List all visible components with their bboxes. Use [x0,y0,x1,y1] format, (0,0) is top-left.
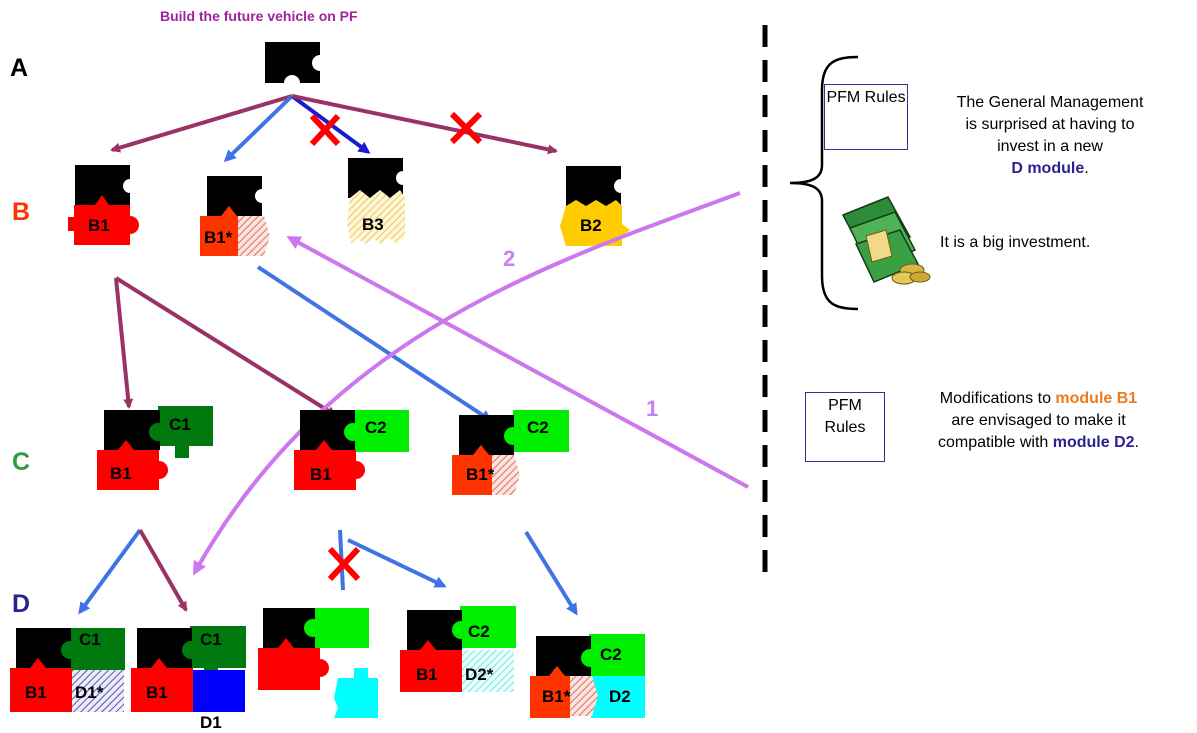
pfm-rules-label: PFM Rules [826,89,906,106]
cross-icon [327,546,361,582]
module-d2-highlight: module D2 [1052,434,1135,451]
piece-a [265,42,328,91]
modification-note: Modifications to module B1 are envisaged… [880,388,1197,454]
note-line: invest in a new [997,138,1103,155]
arrows-a-to-b [110,94,558,163]
level-d-label: D [12,590,31,618]
cross-icon [449,111,483,145]
note-period: . [1084,160,1089,177]
note-line: The General Management [956,94,1144,111]
piece-label-b1: B1 [310,465,332,484]
piece-label-c1: C1 [169,415,191,434]
piece-label-d1-star: D1* [75,683,104,702]
piece-c-2 [294,410,409,490]
piece-label-b1-star: B1* [542,687,571,706]
level-b-label: B [12,198,31,226]
piece-label-c1: C1 [79,630,101,649]
arrows-b-to-c [114,265,493,422]
brace [789,55,859,311]
note-line: D module. [910,158,1190,180]
piece-b1-star [200,176,270,256]
piece-label-b1: B1 [88,216,110,235]
piece-d-4 [400,606,516,692]
d-module-highlight: D module [1011,160,1085,177]
piece-label-d2: D2 [609,687,631,706]
path-number-1: 1 [646,396,659,421]
path-2 [193,191,741,576]
diagram-title: Build the future vehicle on PF [160,8,358,24]
path-1 [286,236,749,489]
piece-c-1 [97,406,213,490]
note-text: compatible with [938,434,1053,451]
piece-label-d2-star: D2* [465,665,494,684]
note-line: compatible with module D2. [880,432,1197,454]
piece-b1 [68,165,139,245]
piece-label-d1: D1 [200,713,222,732]
piece-label-c2: C2 [468,622,490,641]
piece-label-b1: B1 [110,464,132,483]
note-line: Modifications to module B1 [880,388,1197,410]
piece-label-b1-star: B1* [466,465,495,484]
piece-b2 [560,166,630,246]
piece-d-5 [530,634,645,718]
pfm-rules-box-top: PFM Rules [824,84,908,150]
note-line: are envisaged to make it [951,412,1126,429]
arrows-c-to-d [78,528,578,616]
cross-icon [309,113,341,147]
piece-b3 [347,158,410,244]
investment-note: It is a big investment. [940,234,1091,251]
piece-label-b2: B2 [580,216,602,235]
piece-d-2 [131,626,246,712]
piece-label-b1: B1 [416,665,438,684]
level-a-label: A [10,54,29,82]
piece-label-c1: C1 [200,630,222,649]
note-line: is surprised at having to [965,116,1135,133]
pfm-rules-label: PFM Rules [824,397,866,436]
pfm-rules-box-bottom: PFM Rules [805,392,885,462]
piece-label-b1-star: B1* [204,228,233,247]
money-icon [841,196,931,285]
module-b1-highlight: module B1 [1055,390,1138,407]
piece-label-c2: C2 [600,645,622,664]
piece-d-1 [10,628,125,712]
level-c-label: C [12,448,31,476]
note-period: . [1134,434,1139,451]
note-text: Modifications to [939,390,1056,407]
piece-c-3 [452,410,569,495]
path-number-2: 2 [503,246,516,271]
piece-label-b1: B1 [25,683,47,702]
piece-label-c2: C2 [527,418,549,437]
management-note: The General Management is surprised at h… [910,92,1190,180]
piece-label-b3: B3 [362,215,384,234]
piece-label-c2: C2 [365,418,387,437]
piece-label-b1: B1 [146,683,168,702]
piece-d-3 [258,608,378,718]
